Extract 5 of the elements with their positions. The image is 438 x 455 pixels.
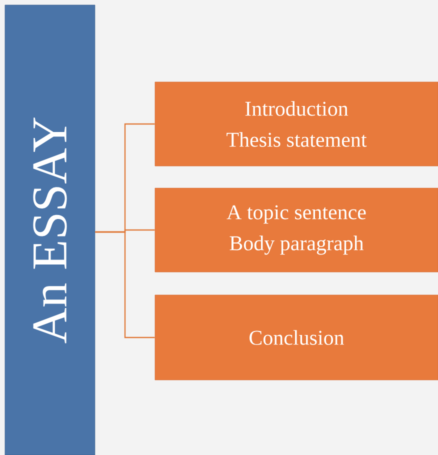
topic-box: Introduction Thesis statement	[154, 82, 438, 166]
topic-box: Conclusion	[154, 294, 438, 380]
connector-line	[95, 231, 155, 338]
title-bar: An ESSAY	[4, 4, 96, 455]
topic-box: A topic sentence Body paragraph	[154, 188, 438, 272]
